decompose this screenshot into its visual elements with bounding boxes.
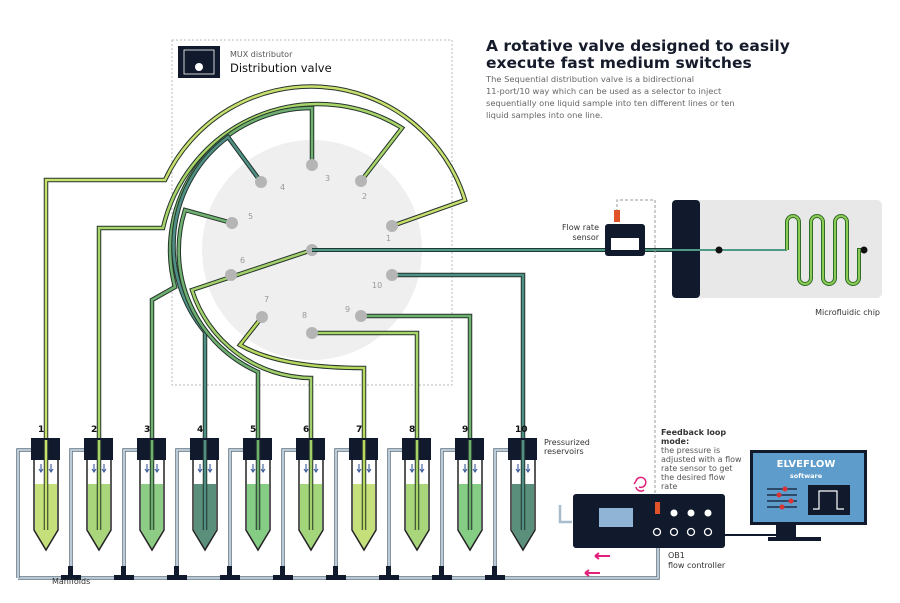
- sensor-label-line1: Flow rate: [562, 223, 599, 232]
- valve-port-number: 10: [372, 281, 382, 290]
- tubing-line: [44, 85, 467, 440]
- tubing-line: [361, 314, 472, 440]
- tubing-line: [238, 316, 366, 440]
- tubing-line: [177, 208, 260, 440]
- microfluidic-chip[interactable]: [672, 200, 882, 298]
- pressure-arrow-icon: [356, 464, 372, 473]
- reservoir-number: 4: [197, 425, 203, 435]
- tubing-line: [392, 272, 526, 440]
- valve-port: [386, 269, 398, 281]
- feedback-text: adjusted with a flow: [661, 455, 742, 464]
- pressure-arrow-icon: [144, 464, 160, 473]
- sensor-label-line2: sensor: [572, 233, 599, 242]
- valve-port-number: 9: [345, 305, 350, 314]
- tubing-group: [43, 84, 526, 440]
- valve-port: [225, 269, 237, 281]
- valve-port-number: 1: [386, 234, 391, 243]
- usb-cable: [725, 525, 781, 536]
- valve-port: [226, 217, 238, 229]
- reservoir-number: 6: [303, 425, 309, 435]
- manifold: [326, 566, 346, 580]
- software-monitor[interactable]: [750, 450, 867, 541]
- flow-rate-sensor[interactable]: [605, 210, 645, 256]
- pressure-arrow-icon: [197, 464, 213, 473]
- description-line: 11-port/10 way which can be used as a se…: [486, 86, 722, 96]
- ob1-controller[interactable]: [558, 494, 725, 548]
- reservoirs-label-line1: Pressurized: [544, 438, 590, 447]
- chip-label: Microfluidic chip: [815, 308, 880, 317]
- valve-port-number: 3: [325, 174, 330, 183]
- reservoir-number: 2: [91, 425, 97, 435]
- pressure-arrow-icon: [462, 464, 478, 473]
- tubing-line: [97, 102, 404, 440]
- software-label: software: [790, 472, 823, 480]
- feedback-text: the pressure is: [661, 446, 720, 455]
- valve-port: [386, 220, 398, 232]
- feedback-loop-icon: [633, 476, 647, 492]
- feedback-title-line2: mode:: [661, 437, 689, 446]
- valve-port-number: 6: [240, 256, 245, 265]
- tubing-line: [172, 135, 263, 440]
- feedback-dashed-line: [616, 199, 656, 500]
- software-brand: ELVEFLOW: [777, 459, 836, 470]
- reservoirs-label-line2: reservoirs: [544, 447, 584, 456]
- reservoir-number: 1: [38, 425, 44, 435]
- manifold: [273, 566, 293, 580]
- reservoir-number: 9: [462, 425, 468, 435]
- manifold: [167, 566, 187, 580]
- pressure-arrow-icon: [409, 464, 425, 473]
- description-line: The Sequential distribution valve is a b…: [485, 74, 694, 84]
- reservoir-number: 8: [409, 425, 415, 435]
- valve-port-number: 2: [362, 192, 367, 201]
- manifolds-label: Manifolds: [52, 577, 90, 586]
- manifold: [220, 566, 240, 580]
- valve-port: [256, 311, 268, 323]
- reservoir-number: 10: [515, 425, 528, 435]
- arrow-left-icon: [594, 552, 610, 560]
- pressure-arrow-icon: [91, 464, 107, 473]
- headline-line1: A rotative valve designed to easily: [486, 37, 790, 55]
- mux-icon: [178, 46, 220, 78]
- valve-port-number: 8: [302, 311, 307, 320]
- valve-subtitle: MUX distributor: [230, 50, 293, 59]
- manifold: [61, 566, 81, 580]
- manifold: [379, 566, 399, 580]
- valve-port: [306, 159, 318, 171]
- controller-label-line1: OB1: [668, 551, 685, 560]
- valve-port: [306, 327, 318, 339]
- feedback-text: the desired flow: [661, 473, 726, 482]
- feedback-title-line1: Feedback loop: [661, 428, 726, 437]
- valve-port-number: 4: [280, 183, 285, 192]
- valve-title: Distribution valve: [230, 61, 332, 75]
- pressure-arrow-icon: [515, 464, 531, 473]
- valve-port: [355, 175, 367, 187]
- description-line: liquid samples into one line.: [486, 110, 603, 120]
- reservoir-number: 7: [356, 425, 362, 435]
- valve-port: [355, 310, 367, 322]
- feedback-text: rate: [661, 482, 677, 491]
- pressure-arrow-icon: [250, 464, 266, 473]
- pressure-arrow-icon: [303, 464, 319, 473]
- arrow-left-icon: [584, 569, 600, 577]
- tubing-line: [312, 331, 419, 440]
- feedback-text: rate sensor to get: [661, 464, 733, 473]
- valve-port: [255, 176, 267, 188]
- valve-port-number: 5: [248, 212, 253, 221]
- controller-label-line2: flow controller: [668, 561, 726, 570]
- tubing-line: [392, 273, 525, 440]
- headline-line2: execute fast medium switches: [486, 54, 752, 72]
- pressure-arrow-icon: [38, 464, 54, 473]
- manifold: [485, 566, 505, 580]
- description-line: sequentially one liquid sample into ten …: [486, 98, 735, 108]
- valve-port-number: 7: [264, 295, 269, 304]
- manifold: [114, 566, 134, 580]
- reservoir-number: 5: [250, 425, 256, 435]
- reservoirs: 1 2 3 4 5 6 7 8 9 10: [31, 425, 537, 552]
- tubing-line: [190, 248, 313, 440]
- manifold: [432, 566, 452, 580]
- reservoir-number: 3: [144, 425, 150, 435]
- air-lines: [16, 448, 660, 580]
